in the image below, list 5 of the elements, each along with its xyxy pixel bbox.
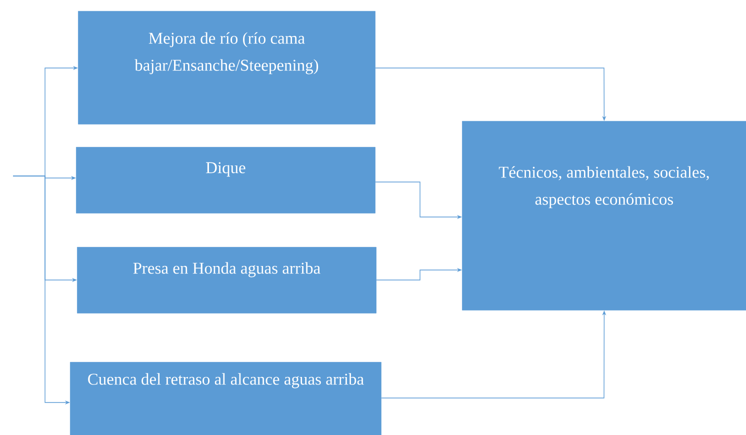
process-box: Cuenca del retraso al alcance aguas arriba xyxy=(70,362,382,435)
process-box: Mejora de río (río cama bajar/Ensanche/Steepening) xyxy=(78,11,376,124)
process-box: Presa en Honda aguas arriba xyxy=(77,246,376,314)
process-box: Técnicos, ambientales, sociales, aspectos económicos xyxy=(462,121,746,310)
process-box: Dique xyxy=(76,146,376,214)
